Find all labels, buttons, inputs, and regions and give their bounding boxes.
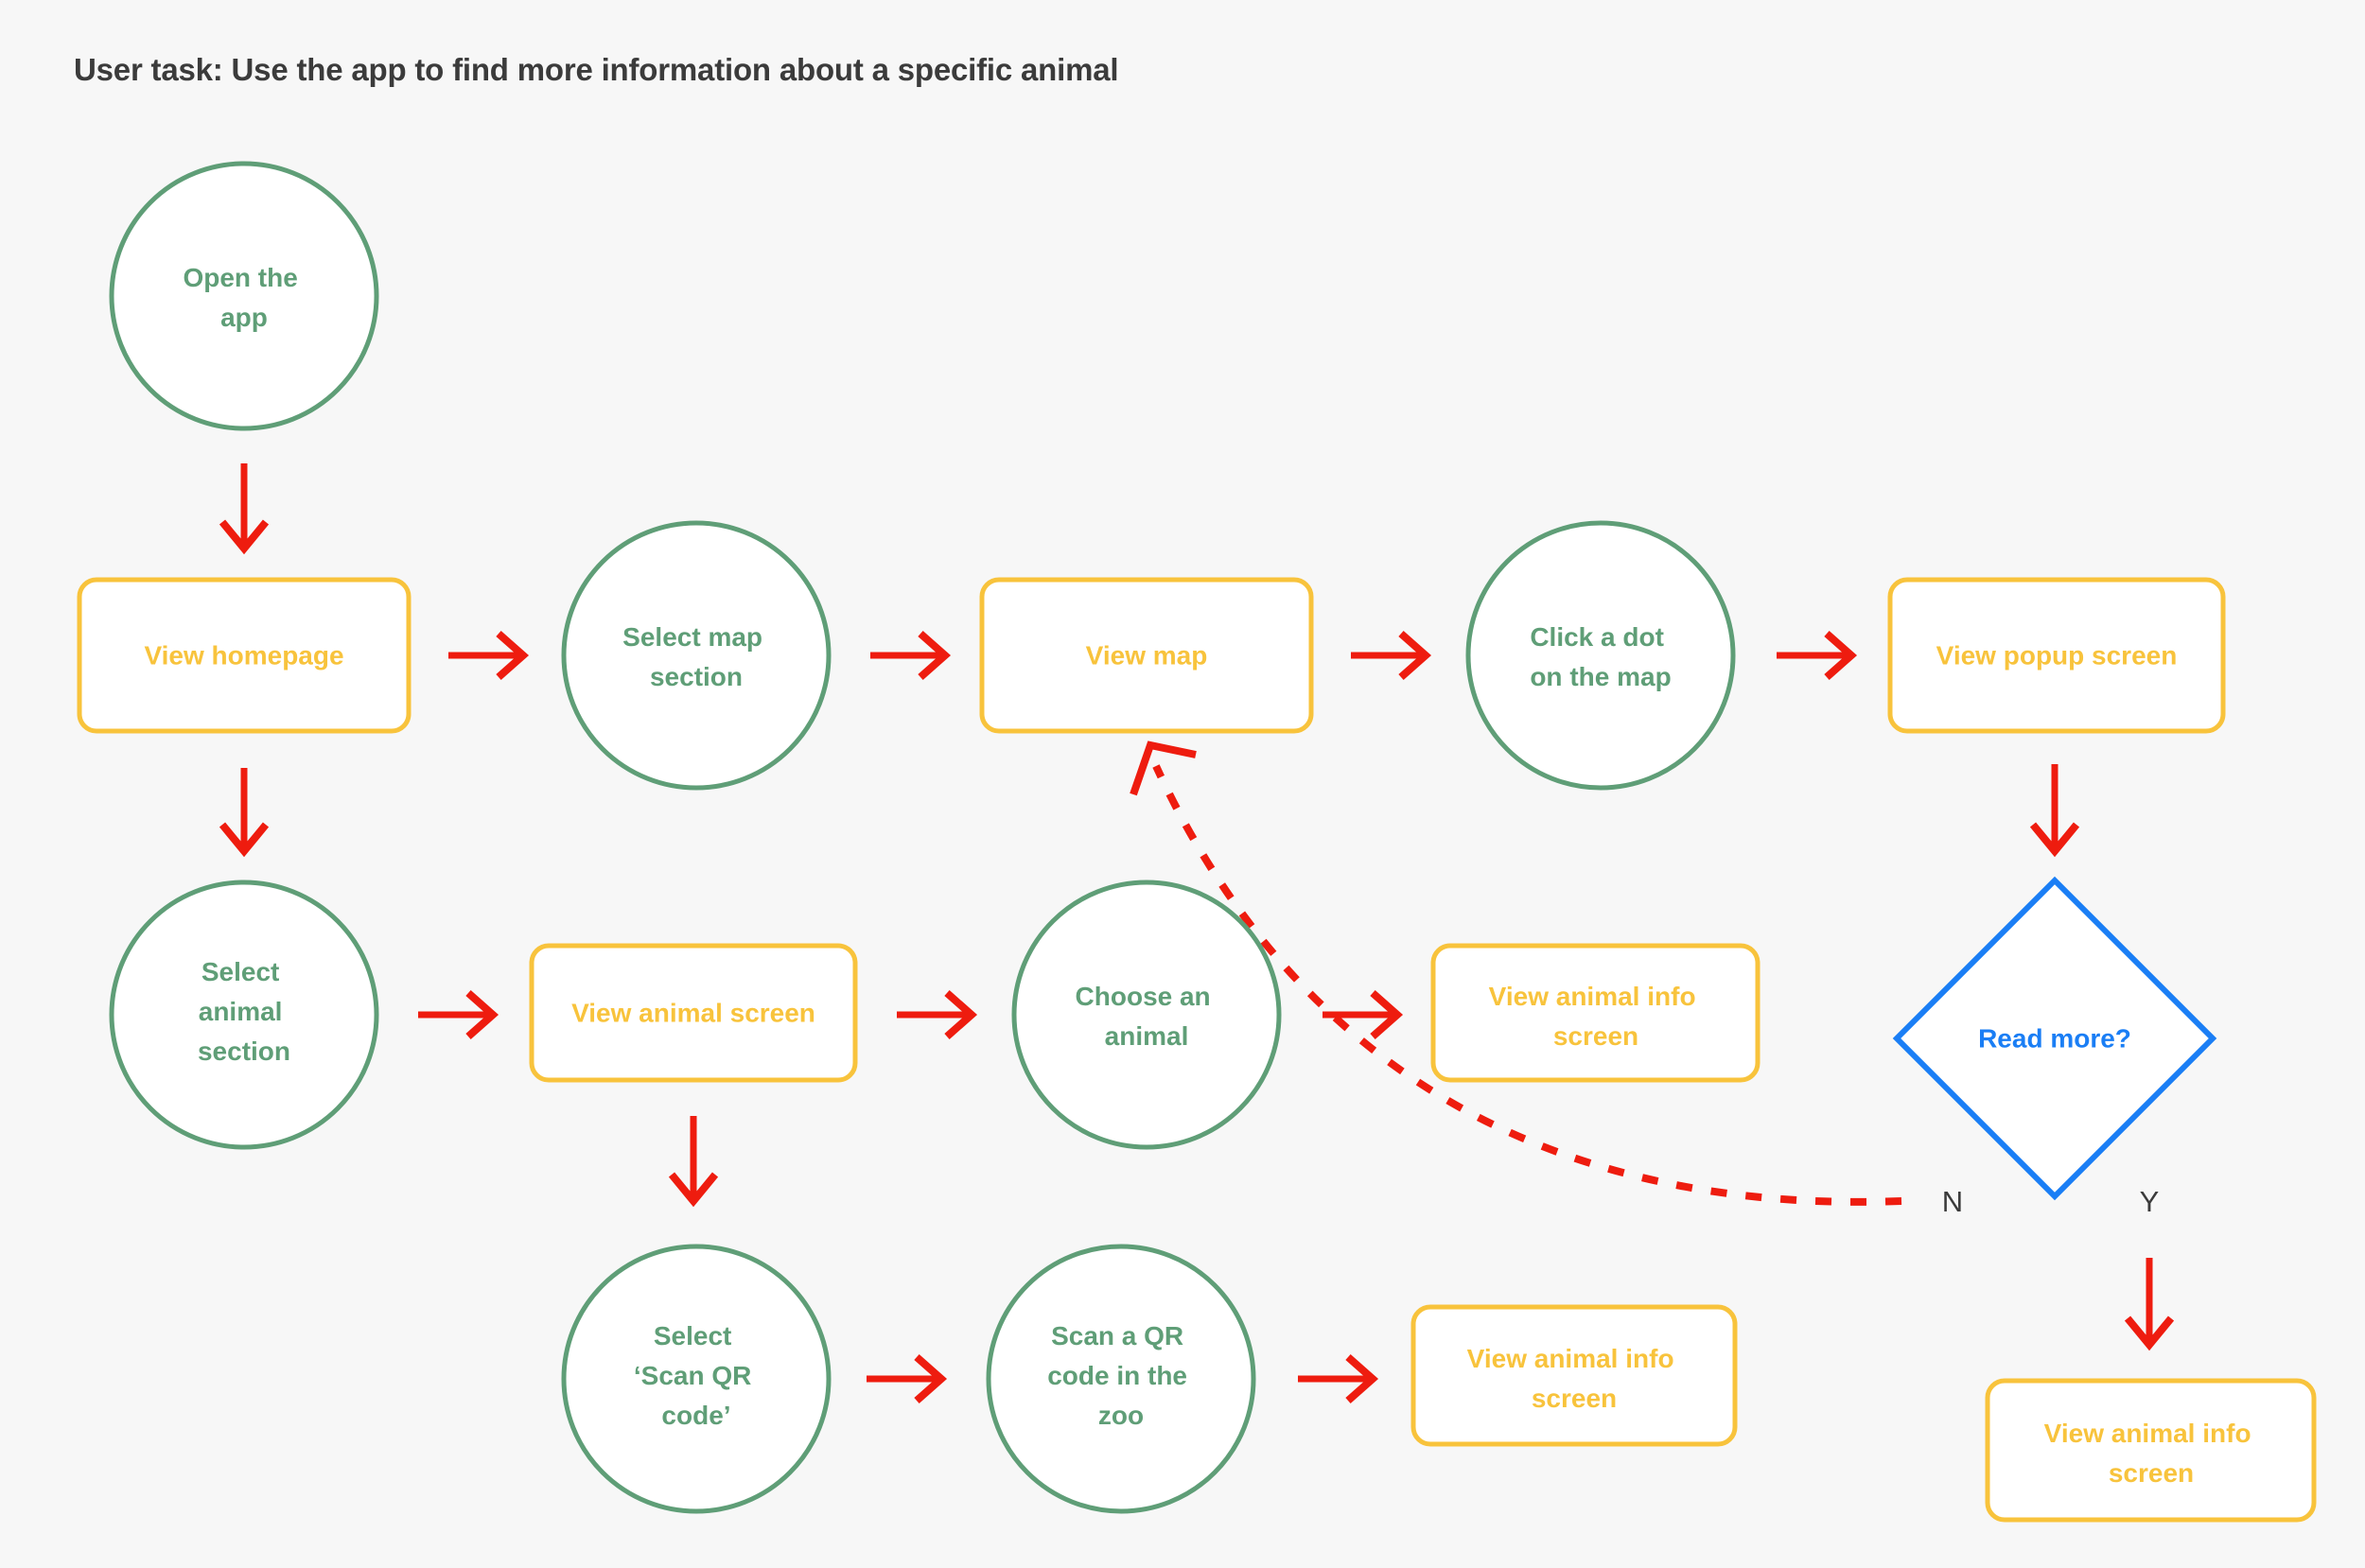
- node-label: Select map section: [622, 622, 770, 691]
- node-select-scan-qr-code[interactable]: Select ‘Scan QR code’: [561, 1244, 832, 1514]
- node-view-animal-info-read[interactable]: View animal info screen: [1985, 1378, 2317, 1523]
- node-click-a-dot-on-map[interactable]: Click a dot on the map: [1465, 520, 1736, 791]
- node-shape: [1985, 1378, 2317, 1523]
- node-read-more-decision[interactable]: Read more?: [1892, 876, 2217, 1201]
- node-label: View homepage: [144, 640, 343, 670]
- node-shape: [77, 577, 412, 734]
- conn-select-map-to-view-map: [870, 631, 952, 680]
- node-shape: [109, 161, 379, 431]
- node-label: Read more?: [1978, 1023, 2131, 1053]
- node-label: View animal info screen: [2044, 1419, 2259, 1488]
- branch-label-no: N: [1942, 1185, 1963, 1218]
- node-shape: [561, 1244, 832, 1514]
- conn-homepage-to-select-animal: [219, 768, 270, 858]
- node-select-animal-section[interactable]: Select animal section: [109, 880, 379, 1150]
- conn-homepage-to-select-map: [448, 631, 530, 680]
- node-open-the-app[interactable]: Open the app: [109, 161, 379, 431]
- node-label: View animal info screen: [1489, 982, 1704, 1051]
- node-label: Select ‘Scan QR code’: [634, 1321, 759, 1430]
- node-label: View map: [1086, 640, 1208, 670]
- node-scan-qr-code-in-zoo[interactable]: Scan a QR code in the zoo: [986, 1244, 1256, 1514]
- conn-decision-no-back-to-view-map: [1130, 740, 1902, 1206]
- node-label: View popup screen: [1936, 640, 2178, 670]
- node-label: View animal screen: [571, 998, 815, 1027]
- conn-choose-to-animal-info: [1323, 990, 1404, 1039]
- conn-select-animal-to-animal-screen: [418, 990, 499, 1039]
- conn-decision-yes-to-animal-info: [2124, 1258, 2175, 1351]
- node-label: Scan a QR code in the zoo: [1047, 1321, 1195, 1430]
- conn-view-map-to-click-dot: [1351, 631, 1432, 680]
- conn-zoo-scan-to-animal-info: [1298, 1354, 1379, 1403]
- node-shape: [979, 577, 1314, 734]
- node-shape: [1465, 520, 1736, 791]
- node-select-map-section[interactable]: Select map section: [561, 520, 832, 791]
- node-view-map[interactable]: View map: [979, 577, 1314, 734]
- node-view-homepage[interactable]: View homepage: [77, 577, 412, 734]
- connector-layer: [219, 463, 2175, 1403]
- node-shape: [561, 520, 832, 791]
- node-shape: [1430, 943, 1761, 1083]
- node-view-animal-screen[interactable]: View animal screen: [529, 943, 858, 1083]
- node-choose-an-animal[interactable]: Choose an animal: [1011, 880, 1282, 1150]
- conn-animal-screen-to-scan-qr: [668, 1116, 719, 1208]
- node-label: View animal info screen: [1467, 1344, 1682, 1413]
- conn-open-app-to-homepage: [219, 463, 270, 555]
- node-shape: [986, 1244, 1256, 1514]
- node-label: Open the app: [183, 263, 305, 332]
- node-view-popup-screen[interactable]: View popup screen: [1887, 577, 2226, 734]
- node-layer: Open the app View homepage Select map se…: [77, 161, 2317, 1523]
- node-shape: [109, 880, 379, 1150]
- page-title: User task: Use the app to find more info…: [74, 52, 1119, 87]
- node-shape: [1011, 880, 1282, 1150]
- node-label: Click a dot on the map: [1530, 622, 1671, 691]
- branch-label-yes: Y: [2140, 1185, 2160, 1218]
- conn-popup-to-decision: [2029, 764, 2080, 858]
- node-shape: [1892, 876, 2217, 1201]
- node-view-animal-info-map[interactable]: View animal info screen: [1430, 943, 1761, 1083]
- conn-animal-screen-to-choose: [897, 990, 978, 1039]
- branch-label-layer: N Y: [1942, 1185, 2160, 1218]
- node-shape: [529, 943, 858, 1083]
- conn-scan-qr-to-zoo-scan: [867, 1354, 948, 1403]
- node-shape: [1887, 577, 2226, 734]
- conn-click-dot-to-popup: [1777, 631, 1858, 680]
- node-shape: [1410, 1304, 1738, 1447]
- node-label: Choose an animal: [1076, 982, 1218, 1051]
- node-label: Select animal section: [198, 957, 290, 1066]
- node-view-animal-info-qr[interactable]: View animal info screen: [1410, 1304, 1738, 1447]
